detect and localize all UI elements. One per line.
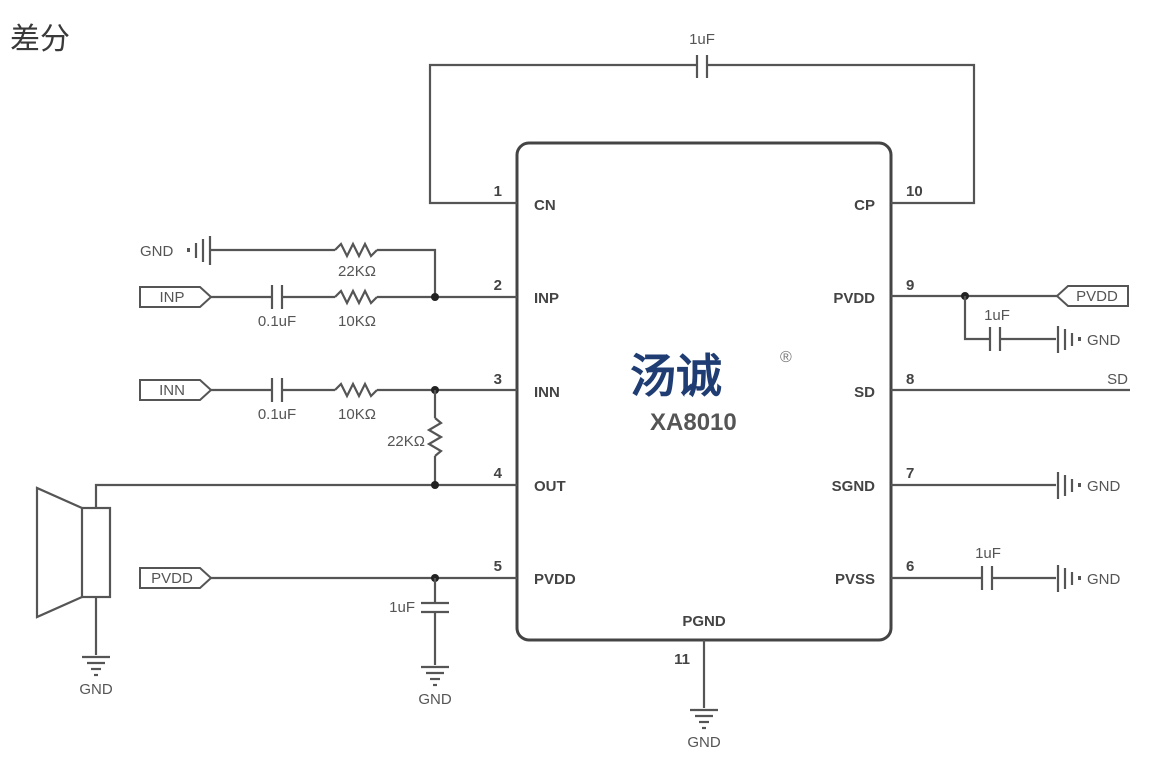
wire-cp — [707, 63, 976, 205]
brand-logo: 汤诚 — [630, 349, 722, 403]
ground-symbol-sgnd — [1056, 472, 1081, 499]
pin-name-cn: CN — [534, 197, 556, 214]
resistor-10k-inp — [334, 288, 378, 306]
pin-number-11: 11 — [674, 651, 690, 668]
junction-out — [431, 481, 439, 489]
pin-number-8: 8 — [906, 371, 914, 388]
pin-name-sgnd: SGND — [832, 478, 876, 495]
net-tag-pvdd-left: PVDD — [139, 567, 213, 589]
svg-text:INN: INN — [159, 382, 185, 399]
pin-name-sd: SD — [854, 384, 875, 401]
label-gnd-pvdd-left: GND — [418, 691, 452, 708]
label-flying-cap: 1uF — [689, 31, 715, 48]
pin-number-4: 4 — [494, 465, 503, 482]
label-gnd-speaker: GND — [79, 681, 113, 698]
speaker-icon — [35, 486, 112, 619]
pin-number-6: 6 — [906, 558, 914, 575]
net-tag-inp: INP — [139, 286, 213, 308]
part-number: XA8010 — [650, 409, 737, 436]
capacitor-flying — [695, 55, 709, 78]
svg-text:PVDD: PVDD — [151, 570, 193, 587]
ground-symbol-pvdd-left — [421, 665, 449, 687]
label-gnd-pvss: GND — [1087, 571, 1121, 588]
label-22k-inn: 22KΩ — [387, 433, 425, 450]
pin-name-out: OUT — [534, 478, 566, 495]
ground-symbol-pvss — [1056, 565, 1081, 592]
wire-out — [94, 483, 517, 508]
label-cap-pvdd-right: 1uF — [984, 307, 1010, 324]
pin-name-pvdd-right: PVDD — [833, 290, 875, 307]
capacitor-inp — [270, 285, 284, 309]
pin-name-pgnd: PGND — [682, 613, 726, 630]
capacitor-pvss — [980, 566, 994, 590]
wire-cn — [428, 63, 697, 205]
pin-number-1: 1 — [494, 183, 502, 200]
registered-mark: ® — [780, 349, 792, 366]
ground-symbol-inp-fb — [187, 236, 212, 265]
junction-inp — [431, 293, 439, 301]
ground-symbol-pvdd-right — [1056, 326, 1081, 353]
capacitor-pvdd-left — [421, 601, 449, 614]
pin-number-2: 2 — [494, 277, 502, 294]
label-sd: SD — [1107, 371, 1128, 388]
pin-number-9: 9 — [906, 277, 914, 294]
net-tag-inn: INN — [139, 379, 213, 401]
pin-number-7: 7 — [906, 465, 914, 482]
pin-name-pvdd-left: PVDD — [534, 571, 576, 588]
label-gnd-pvdd-right: GND — [1087, 332, 1121, 349]
label-gnd-inp-fb: GND — [140, 243, 174, 260]
label-cap-pvss: 1uF — [975, 545, 1001, 562]
label-cap-inn: 0.1uF — [258, 406, 296, 423]
label-10k-inp: 10KΩ — [338, 313, 376, 330]
pin-name-inp: INP — [534, 290, 559, 307]
label-10k-inn: 10KΩ — [338, 406, 376, 423]
pin-number-10: 10 — [906, 183, 923, 200]
label-cap-inp: 0.1uF — [258, 313, 296, 330]
pin-name-inn: INN — [534, 384, 560, 401]
svg-text:INP: INP — [159, 289, 184, 306]
wire-pvdd-to-cap-right — [963, 296, 990, 341]
page-heading: 差分 — [10, 22, 70, 57]
resistor-10k-inn — [334, 381, 378, 399]
pin-name-cp: CP — [854, 197, 875, 214]
net-tag-pvdd-right: PVDD — [1055, 285, 1129, 307]
svg-text:PVDD: PVDD — [1076, 288, 1118, 305]
label-cap-pvdd-left: 1uF — [389, 599, 415, 616]
pin-number-5: 5 — [494, 558, 502, 575]
capacitor-inn — [270, 378, 284, 402]
label-gnd-sgnd: GND — [1087, 478, 1121, 495]
pin-name-pvss: PVSS — [835, 571, 875, 588]
label-22k-inp: 22KΩ — [338, 263, 376, 280]
capacitor-pvdd-right — [988, 327, 1002, 351]
ground-symbol-pgnd — [690, 708, 718, 730]
resistor-22k-inn — [426, 417, 444, 457]
wire-22k-inp-to-node — [377, 248, 437, 297]
resistor-22k-inp — [334, 241, 378, 259]
label-gnd-pgnd: GND — [687, 734, 721, 751]
ground-symbol-speaker — [82, 655, 110, 677]
pin-number-3: 3 — [494, 371, 502, 388]
